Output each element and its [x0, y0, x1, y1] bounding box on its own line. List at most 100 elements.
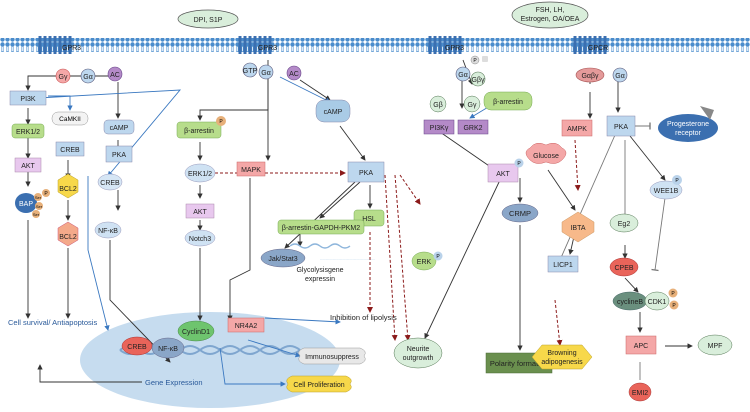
g-beta-small-label: Gβ: [433, 102, 442, 109]
apc-box: [625, 335, 657, 355]
erk12-mid-node: [184, 163, 216, 183]
g-alpha-label-4: Gα: [615, 73, 625, 80]
camkii-box: [51, 111, 89, 126]
licp1-box: [547, 255, 579, 273]
phospho-erk-label: P: [436, 254, 440, 260]
gpr3-label-right: GPR3: [445, 45, 464, 52]
phospho-wee1b-node: [672, 175, 682, 185]
gpcr-label: GPCR: [588, 45, 608, 52]
phospho-barr-node: [216, 116, 226, 126]
gtp-label: GTP: [243, 68, 258, 75]
cell-proliferation-label: Cell Proliferation: [293, 382, 344, 389]
cell-proliferation-node: [286, 375, 352, 393]
erk-right-label: ERK: [417, 259, 432, 266]
bcl2-bottom-node: [57, 221, 79, 247]
bcl2-top-node: [57, 173, 79, 199]
grk2-label: GRK2: [463, 125, 482, 132]
g-beta-small-node: [429, 95, 447, 113]
glucose-node: [525, 142, 567, 164]
browning-label-2: adipogenesis: [541, 359, 583, 366]
g-alpha-node-4: [612, 67, 628, 83]
creb-box-label: CREB: [60, 147, 80, 154]
nfkb-nucleus-node: [151, 337, 185, 359]
gene-expression-label: Gene Expression: [145, 378, 203, 387]
ligand-dpi-s1p-label: DPI, S1P: [194, 17, 223, 24]
nfkb-nucleus-label: NF-κB: [158, 346, 178, 353]
ser-node-2: [35, 202, 43, 210]
glyco-label-1: Glycolysisgene: [296, 267, 343, 274]
dna-mini: ~~~~~~~~~~~~~~~~~~~~~~~~~~~~~~~~~~~~~~~~…: [320, 259, 376, 261]
g-gamma-small-label: Gγ: [468, 102, 477, 109]
glyco-label-2: expressin: [305, 276, 335, 283]
pi3k-gamma-label: PI3Kγ: [430, 125, 449, 132]
gpr3-receptor-mid: [238, 36, 272, 54]
b-arrestin-gapdh-label: β-arrestin-GAPDH-PKM2: [282, 225, 360, 232]
g-beta-gamma-label: Gβγ: [472, 77, 485, 84]
pka-label-2: PKA: [359, 170, 373, 177]
emi2-label: EMI2: [632, 390, 648, 397]
licp1-label: LICP1: [553, 262, 573, 269]
bap-label: BAP: [19, 201, 33, 208]
camp-box-2: [315, 99, 351, 123]
nr4a2-label: NR4A2: [235, 323, 258, 330]
mpf-node: [697, 334, 733, 356]
ac-label-1: AC: [110, 72, 120, 79]
g-gamma-label: Gγ: [59, 74, 68, 81]
erk12-mid-label: ERK1/2: [188, 171, 212, 178]
beta-arrestin-right-box: [483, 91, 533, 111]
ac-node-2: [286, 65, 302, 81]
ser-node-1: [34, 193, 42, 201]
camp-label-2: cAMP: [324, 109, 343, 116]
pka-box-1: [105, 145, 133, 163]
phospho-cdk1-node-a: [668, 288, 678, 298]
g-alpha-label-1: Gα: [83, 74, 93, 81]
ibta-node: [561, 211, 595, 243]
beta-arrestin-mid-label: β-arrestin: [184, 128, 214, 135]
gtp-node: [242, 62, 258, 78]
hsl-label: HSL: [362, 216, 376, 223]
ibta-label: IBTA: [570, 225, 585, 232]
eg2-label: Eg2: [618, 221, 631, 228]
bcl2-top-label: BCL2: [59, 186, 77, 193]
ac-label-2: AC: [289, 71, 299, 78]
creb-nucleus-node: [121, 336, 153, 356]
g-alpha-node-3: [455, 66, 471, 82]
bap-node: [15, 193, 37, 213]
gpr3-label-mid: GPR3: [258, 45, 277, 52]
phospho-akt-node: [514, 158, 524, 168]
beta-arrestin-mid-box: [176, 121, 222, 139]
mapk-label: MAPK: [241, 167, 261, 174]
browning-label-1: Browning: [547, 350, 576, 357]
gpr3-receptor-right: [428, 36, 462, 54]
eg2-node: [609, 213, 639, 233]
pi3k-box: [9, 90, 47, 106]
cyclind1-label: CyclinD1: [182, 329, 210, 336]
akt-mid-box: [185, 203, 215, 219]
phospho-label-small: P: [473, 58, 477, 64]
cdk1-label: CDK1: [648, 299, 667, 306]
glucose-label: Glucose: [533, 153, 559, 160]
dna-mini-strand: [289, 243, 351, 249]
browning-node: [531, 344, 593, 370]
camp-label-1: cAMP: [110, 125, 129, 132]
progesterone-label-2: receptor: [675, 130, 701, 137]
cpeb-node: [609, 257, 639, 277]
cyclind1-node: [177, 320, 215, 342]
creb-nucleus-label: CREB: [127, 344, 147, 351]
grk2-box: [457, 119, 489, 135]
akt-left-label: AKT: [21, 163, 35, 170]
creb-left-node: [97, 173, 123, 191]
cpeb-label: CPEB: [614, 265, 633, 272]
ser-label-1: Ser: [35, 195, 42, 200]
ligand-dpi-s1p: [177, 9, 239, 29]
mapk-box: [236, 161, 266, 177]
immunosuppress-label: Immunosuppress: [305, 354, 359, 361]
notch3-label: Notch3: [189, 236, 211, 243]
creb-left-label: CREB: [100, 180, 120, 187]
immunosuppress-node: [298, 347, 366, 365]
erk12-left-box: [11, 123, 45, 139]
crmp-node: [501, 203, 539, 223]
bcl2-bottom-label: BCL2: [59, 234, 77, 241]
wee1b-node: [649, 180, 683, 200]
